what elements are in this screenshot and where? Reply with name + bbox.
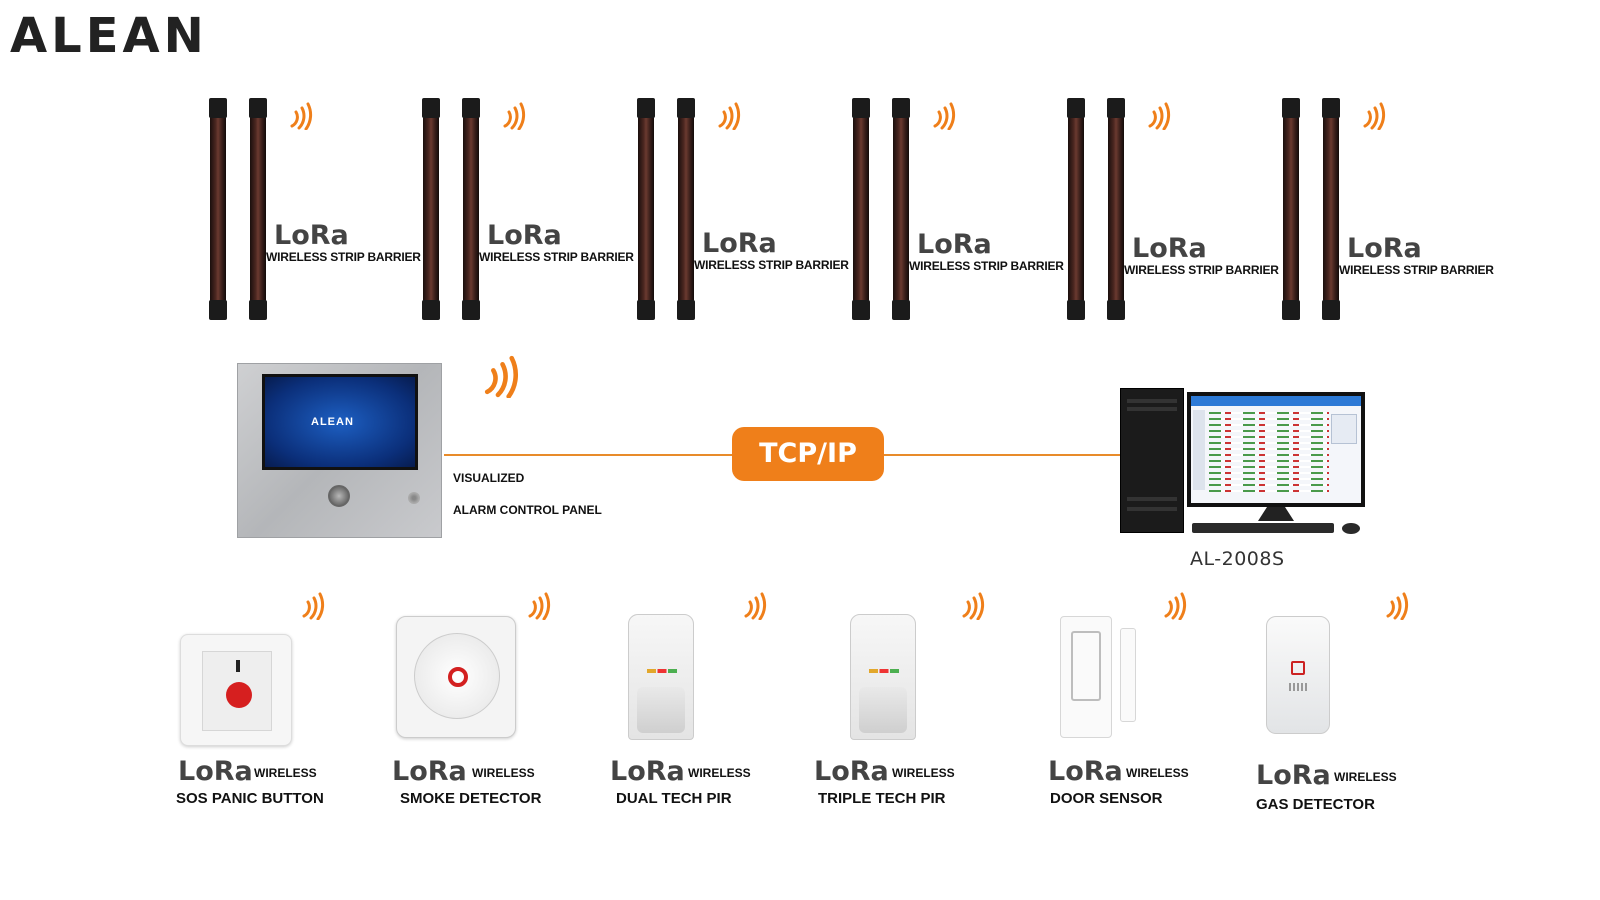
monitor-icon — [1187, 392, 1365, 507]
gas-detector-icon — [1266, 616, 1330, 734]
lora-label: LoRa — [610, 756, 685, 787]
wireless-signal-icon — [298, 590, 328, 620]
barrier-pole — [1322, 98, 1340, 320]
pc-tower-icon — [1120, 388, 1184, 533]
barrier-pole — [637, 98, 655, 320]
barrier-unit: LoRa WIRELESS STRIP BARRIER — [204, 98, 494, 320]
pir-sensor-icon — [850, 614, 916, 740]
panel-screen: ALEAN — [262, 374, 418, 470]
wireless-signal-icon — [1382, 590, 1412, 620]
monitor-display — [1191, 396, 1361, 503]
device-dual-tech-pir: LoRa WIRELESS DUAL TECH PIR — [608, 590, 828, 820]
wireless-signal-icon — [740, 590, 770, 620]
panel-label-line2: ALARM CONTROL PANEL — [453, 503, 602, 517]
barrier-label: WIRELESS STRIP BARRIER — [909, 259, 1064, 273]
door-sensor-icon — [1060, 616, 1112, 738]
connection-line — [884, 454, 1120, 456]
barrier-pole — [1282, 98, 1300, 320]
lora-label: LoRa — [1256, 760, 1331, 791]
lora-label: LoRa — [392, 756, 467, 787]
barrier-unit: LoRa WIRELESS STRIP BARRIER — [1062, 98, 1352, 320]
barrier-label: WIRELESS STRIP BARRIER — [1124, 263, 1279, 277]
monitor-stand — [1258, 507, 1294, 521]
device-sos-panic-button: LoRa WIRELESS SOS PANIC BUTTON — [172, 590, 392, 820]
device-name: DUAL TECH PIR — [616, 790, 732, 807]
barrier-label: WIRELESS STRIP BARRIER — [694, 258, 849, 272]
wireless-label: WIRELESS — [1334, 770, 1397, 784]
device-triple-tech-pir: LoRa WIRELESS TRIPLE TECH PIR — [812, 590, 1032, 820]
mouse-icon — [1342, 523, 1360, 534]
panel-speaker-icon — [408, 492, 420, 504]
wireless-label: WIRELESS — [1126, 766, 1189, 780]
barrier-unit: LoRa WIRELESS STRIP BARRIER — [1277, 98, 1567, 320]
wireless-label: WIRELESS — [688, 766, 751, 780]
panel-knob-icon — [328, 485, 350, 507]
wireless-signal-icon — [478, 352, 524, 398]
lora-label: LoRa — [487, 220, 562, 251]
device-name: GAS DETECTOR — [1256, 796, 1375, 813]
keyboard-icon — [1192, 523, 1334, 533]
wireless-signal-icon — [499, 100, 529, 130]
tcp-ip-badge: TCP/IP — [732, 427, 884, 481]
barrier-label: WIRELESS STRIP BARRIER — [1339, 263, 1494, 277]
computer-label: AL-2008S — [1190, 548, 1285, 570]
brand-logo: ALEAN — [10, 8, 208, 64]
sos-panic-button-icon — [180, 634, 292, 746]
door-magnet-icon — [1120, 628, 1136, 722]
lora-label: LoRa — [702, 228, 777, 259]
barrier-pole — [422, 98, 440, 320]
lora-label: LoRa — [1132, 233, 1207, 264]
barrier-pole — [852, 98, 870, 320]
connection-line — [444, 454, 734, 456]
device-name: TRIPLE TECH PIR — [818, 790, 946, 807]
barrier-pole — [1107, 98, 1125, 320]
wireless-signal-icon — [958, 590, 988, 620]
wireless-signal-icon — [286, 100, 316, 130]
wireless-signal-icon — [1359, 100, 1389, 130]
barrier-pole — [249, 98, 267, 320]
barrier-unit: LoRa WIRELESS STRIP BARRIER — [632, 98, 922, 320]
panel-label-line1: VISUALIZED — [453, 471, 525, 485]
barrier-unit: LoRa WIRELESS STRIP BARRIER — [847, 98, 1137, 320]
lora-label: LoRa — [178, 756, 253, 787]
barrier-label: WIRELESS STRIP BARRIER — [266, 250, 421, 264]
lora-label: LoRa — [1048, 756, 1123, 787]
device-name: DOOR SENSOR — [1050, 790, 1163, 807]
lora-label: LoRa — [274, 220, 349, 251]
barrier-pole — [677, 98, 695, 320]
wireless-signal-icon — [929, 100, 959, 130]
alarm-control-panel: ALEAN — [237, 363, 442, 538]
device-smoke-detector: LoRa WIRELESS SMOKE DETECTOR — [388, 590, 608, 820]
pir-sensor-icon — [628, 614, 694, 740]
wireless-label: WIRELESS — [892, 766, 955, 780]
wireless-signal-icon — [524, 590, 554, 620]
barrier-pole — [1067, 98, 1085, 320]
wireless-label: WIRELESS — [472, 766, 535, 780]
lora-label: LoRa — [917, 229, 992, 260]
barrier-pole — [462, 98, 480, 320]
lora-label: LoRa — [1347, 233, 1422, 264]
barrier-label: WIRELESS STRIP BARRIER — [479, 250, 634, 264]
barrier-pole — [209, 98, 227, 320]
lora-label: LoRa — [814, 756, 889, 787]
device-name: SMOKE DETECTOR — [400, 790, 542, 807]
wireless-signal-icon — [1160, 590, 1190, 620]
smoke-detector-icon — [396, 616, 516, 738]
device-door-sensor: LoRa WIRELESS DOOR SENSOR — [1044, 590, 1264, 820]
wireless-label: WIRELESS — [254, 766, 317, 780]
barrier-pole — [892, 98, 910, 320]
wireless-signal-icon — [1144, 100, 1174, 130]
wireless-signal-icon — [714, 100, 744, 130]
device-gas-detector: LoRa WIRELESS GAS DETECTOR — [1254, 590, 1474, 820]
device-name: SOS PANIC BUTTON — [176, 790, 324, 807]
barrier-unit: LoRa WIRELESS STRIP BARRIER — [417, 98, 707, 320]
panel-screen-logo: ALEAN — [311, 416, 354, 428]
